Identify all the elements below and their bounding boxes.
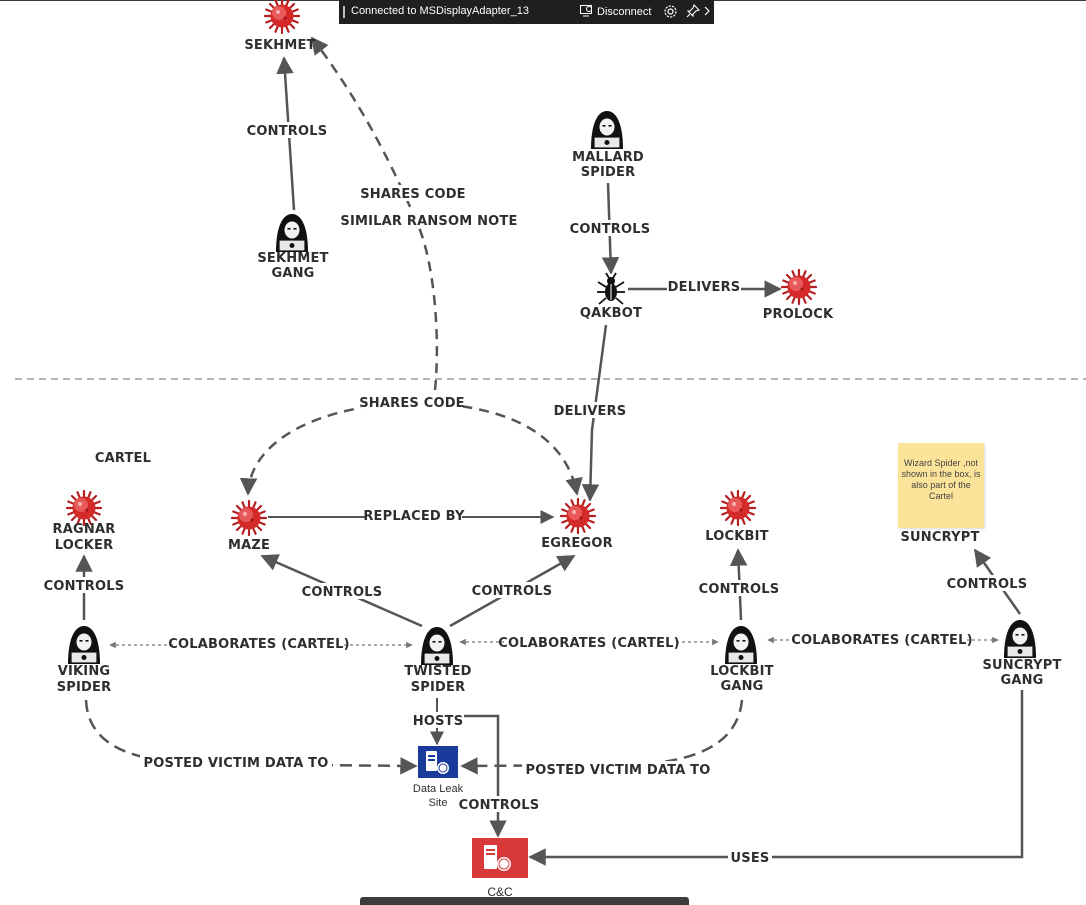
pin-icon[interactable]	[686, 3, 701, 21]
label-delivers-prolock: DELIVERS	[668, 280, 741, 295]
node-sekhmet-label: SEKHMET	[244, 38, 315, 53]
label-uses: USES	[731, 851, 770, 866]
label-controls-lockbit: CONTROLS	[699, 582, 780, 597]
node-twisted-line1: TWISTED	[404, 664, 471, 679]
label-controls-sekhmet: CONTROLS	[247, 124, 328, 139]
label-similar-ransom-note: SIMILAR RANSOM NOTE	[340, 214, 517, 229]
hacker-icon	[1003, 619, 1037, 659]
hacker-icon	[67, 625, 101, 665]
node-lockbit-gang-line1: LOCKBIT	[710, 664, 774, 679]
cc-server-icon	[472, 838, 528, 878]
hacker-icon	[590, 110, 624, 150]
node-lockbit-gang: LOCKBIT GANG	[710, 625, 774, 694]
wizard-spider-note: Wizard Spider ,not shown in the box, is …	[898, 443, 984, 528]
virus-icon	[263, 0, 301, 35]
label-controls-ragnar: CONTROLS	[44, 579, 125, 594]
edge-posted-lockbit	[460, 699, 744, 775]
node-twisted-spider: TWISTED SPIDER	[404, 626, 471, 695]
node-mallard-line2: SPIDER	[581, 165, 636, 180]
hacker-icon	[275, 213, 309, 253]
label-colaborates-1: COLABORATES (CARTEL)	[168, 637, 350, 652]
label-controls-qakbot: CONTROLS	[570, 222, 651, 237]
node-mallard-line1: MALLARD	[572, 150, 644, 165]
node-maze-label: MAZE	[228, 538, 270, 553]
node-sekhmet-gang-line2: GANG	[271, 266, 314, 281]
node-egregor: EGREGOR	[541, 497, 613, 551]
virus-icon	[559, 497, 597, 535]
node-sekhmet-gang-line1: SEKHMET	[257, 251, 328, 266]
edge-shares-code-sekhmet	[310, 36, 439, 391]
node-suncrypt-gang: SUNCRYPT GANG	[982, 619, 1061, 688]
settings-gear-icon[interactable]	[663, 4, 678, 22]
virus-icon	[780, 268, 818, 306]
node-qakbot-label: QAKBOT	[580, 306, 642, 321]
label-posted-lockbit: POSTED VICTIM DATA TO	[525, 763, 710, 778]
label-delivers-egregor: DELIVERS	[554, 404, 627, 419]
node-sekhmet: SEKHMET	[244, 0, 315, 53]
disconnect-icon	[580, 5, 592, 17]
label-shares-code-top: SHARES CODE	[360, 187, 466, 202]
cartel-title: CARTEL	[95, 451, 151, 466]
node-lockbit-gang-line2: GANG	[720, 679, 763, 694]
label-replaced-by: REPLACED BY	[363, 509, 465, 524]
node-prolock: PROLOCK	[763, 268, 834, 322]
virus-icon	[230, 499, 268, 537]
edge-controls-cc	[455, 714, 507, 838]
edge-delivers-egregor	[581, 324, 608, 502]
label-controls-egregor: CONTROLS	[472, 584, 553, 599]
node-maze: MAZE	[228, 499, 270, 553]
virus-icon	[65, 489, 103, 527]
drag-handle[interactable]	[343, 6, 345, 18]
node-data-leak-site: Data Leak Site	[413, 746, 464, 809]
node-ragnar-line2: LOCKER	[55, 538, 114, 553]
remote-connection-bar[interactable]: Connected to MSDisplayAdapter_13 Disconn…	[339, 0, 714, 24]
edge-labels: CONTROLS SHARES CODE SIMILAR RANSOM NOTE…	[44, 122, 1029, 866]
edge-uses-cc	[528, 690, 1024, 866]
node-twisted-line2: SPIDER	[411, 680, 466, 695]
node-cc-label: C&C	[487, 885, 513, 899]
node-qakbot: QAKBOT	[580, 272, 642, 321]
label-colaborates-2: COLABORATES (CARTEL)	[498, 636, 680, 651]
label-controls-suncrypt: CONTROLS	[947, 577, 1028, 592]
label-colaborates-3: COLABORATES (CARTEL)	[791, 633, 973, 648]
node-leak-site-line1: Data Leak	[413, 783, 464, 795]
label-controls-cc: CONTROLS	[459, 798, 540, 813]
disconnect-button[interactable]: Disconnect	[580, 5, 651, 18]
node-suncrypt-gang-line2: GANG	[1000, 673, 1043, 688]
node-ragnar-line1: RAGNAR	[53, 522, 116, 537]
node-egregor-label: EGREGOR	[541, 536, 613, 551]
label-shares-code-arc: SHARES CODE	[359, 396, 465, 411]
virus-icon	[719, 489, 757, 527]
node-suncrypt-label: SUNCRYPT	[900, 530, 979, 545]
node-ragnar-locker: RAGNAR LOCKER	[53, 489, 116, 553]
leak-site-icon	[418, 746, 458, 778]
bug-icon	[597, 272, 625, 305]
disconnect-label: Disconnect	[597, 6, 652, 18]
node-lockbit: LOCKBIT	[705, 489, 769, 544]
label-hosts: HOSTS	[413, 714, 464, 729]
node-leak-site-line2: Site	[429, 797, 448, 809]
hacker-icon	[420, 626, 454, 666]
node-lockbit-label: LOCKBIT	[705, 529, 769, 544]
label-controls-maze: CONTROLS	[302, 585, 383, 600]
node-viking-line2: SPIDER	[57, 680, 112, 695]
node-viking-spider: VIKING SPIDER	[57, 625, 112, 695]
node-suncrypt-gang-line1: SUNCRYPT	[982, 658, 1061, 673]
node-cc-server: C&C	[472, 838, 528, 899]
node-sekhmet-gang: SEKHMET GANG	[257, 213, 328, 281]
edge-shares-code-maze-egregor	[239, 401, 583, 496]
hacker-icon	[724, 625, 758, 665]
bottom-overlay-bar	[360, 897, 689, 905]
node-prolock-label: PROLOCK	[763, 307, 834, 322]
connection-status: Connected to MSDisplayAdapter_13	[351, 5, 529, 17]
chevron-right-icon[interactable]	[704, 6, 710, 19]
label-posted-viking: POSTED VICTIM DATA TO	[143, 756, 328, 771]
node-viking-line1: VIKING	[58, 664, 111, 679]
node-mallard-spider: MALLARD SPIDER	[572, 110, 644, 180]
